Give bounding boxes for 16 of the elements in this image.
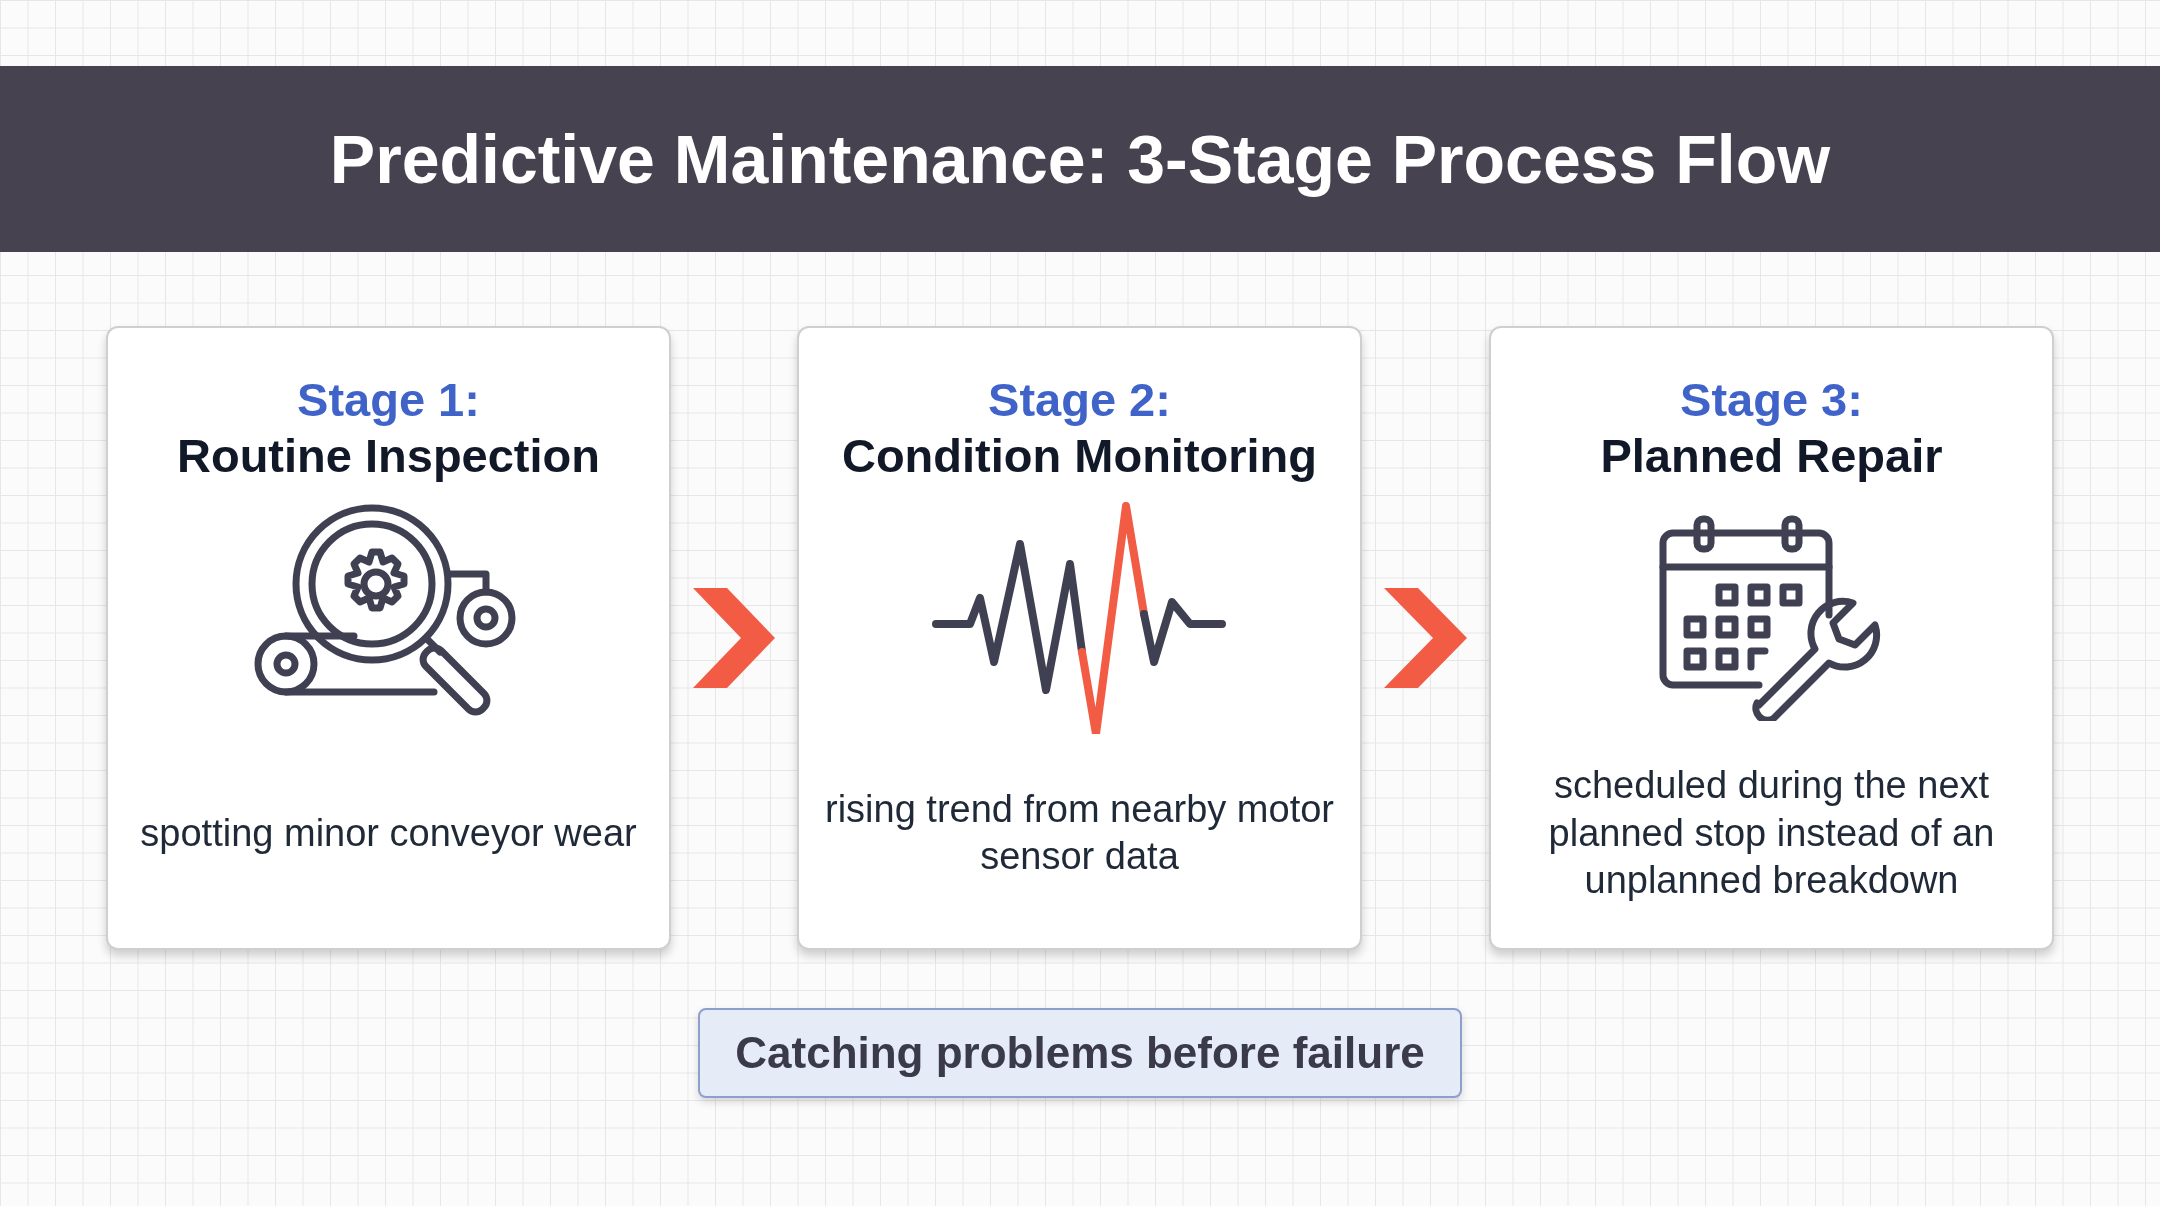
stage-heading: Routine Inspection — [177, 428, 600, 485]
stage-number: Stage 2: — [988, 372, 1171, 428]
stage-heading: Planned Repair — [1600, 428, 1943, 485]
stage-description: scheduled during the next planned stop instead of an unplanned breakdown — [1547, 763, 1996, 904]
summary-box: Catching problems before failure — [698, 1008, 1462, 1098]
stage-card — [797, 326, 1362, 950]
title: Predictive Maintenance: 3-Stage Process Flow — [329, 120, 1831, 199]
stage-number: Stage 3: — [1680, 372, 1863, 428]
stage-description: rising trend from nearby motor sensor data — [824, 786, 1335, 880]
stage-number: Stage 1: — [297, 372, 480, 428]
stage-card — [106, 326, 671, 950]
stage-heading: Condition Monitoring — [841, 428, 1318, 485]
stage-card — [1489, 326, 2054, 950]
stage-description: spotting minor conveyor wear — [140, 810, 637, 856]
chevron-arrow — [1384, 588, 1467, 688]
chevron-arrow — [693, 588, 775, 688]
